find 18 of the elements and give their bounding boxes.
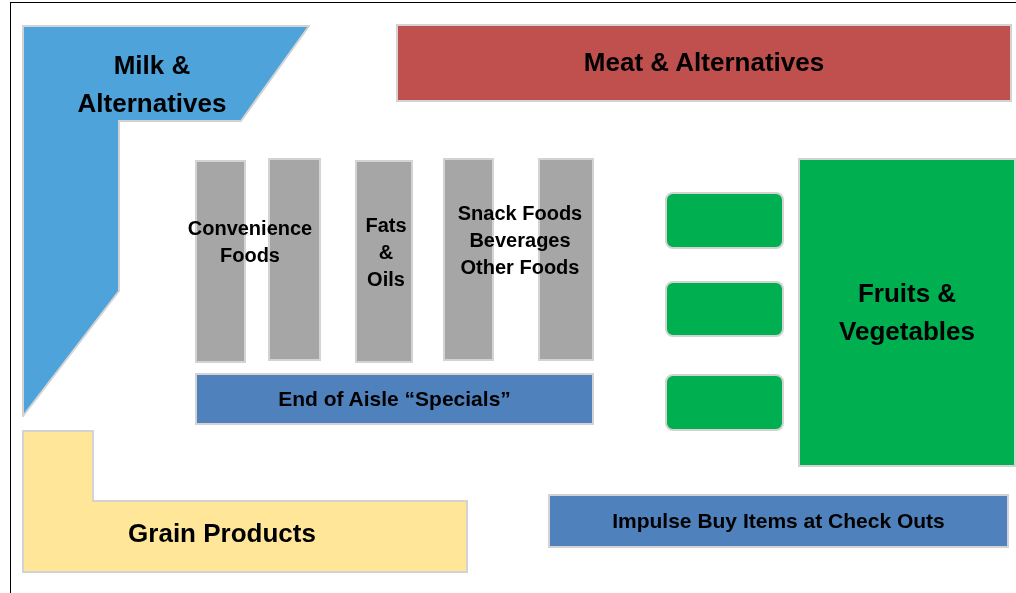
section-label: Fruits & Vegetables <box>838 276 976 348</box>
meat-counter <box>396 24 1012 102</box>
produce-area <box>798 158 1016 467</box>
aisle-label: Fats & Oils <box>364 213 408 292</box>
produce-stand <box>665 192 784 249</box>
aisle-label: Convenience Foods <box>186 216 314 268</box>
section-label: Milk & Alternatives <box>76 49 228 120</box>
section-label: Impulse Buy Items at Check Outs <box>612 507 945 534</box>
checkout-display <box>548 494 1009 548</box>
shelf <box>355 160 413 363</box>
section-label: Grain Products <box>127 517 317 550</box>
section-label: Meat & Alternatives <box>583 46 825 80</box>
produce-stand <box>665 281 784 337</box>
section-label: End of Aisle “Specials” <box>278 385 511 412</box>
bakery-area <box>22 430 468 573</box>
aisle-end-display <box>195 373 594 425</box>
produce-stand <box>665 374 784 431</box>
aisle-label: Snack Foods Beverages Other Foods <box>456 201 584 280</box>
